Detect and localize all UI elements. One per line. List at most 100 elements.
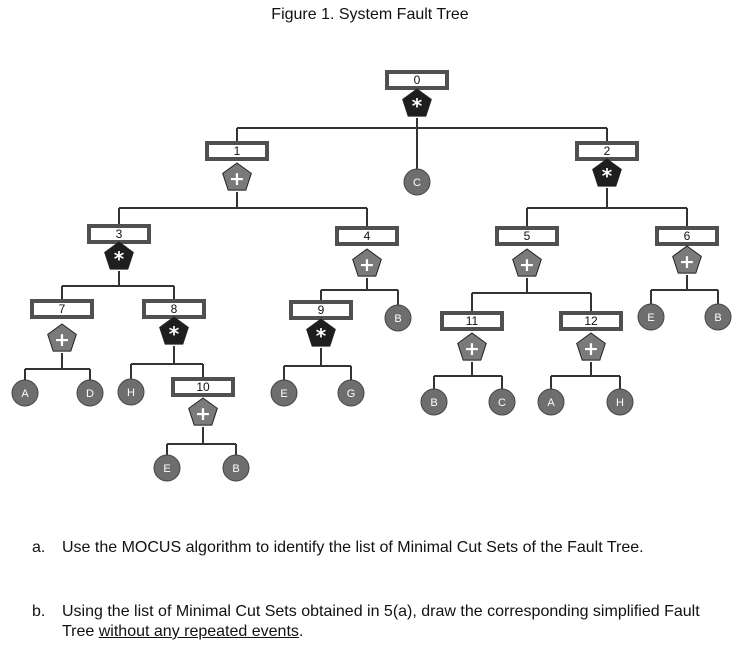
basic-event-A: A xyxy=(11,379,39,407)
event-circle xyxy=(637,303,665,331)
gate-box xyxy=(495,226,559,246)
basic-event-E: E xyxy=(637,303,665,331)
event-circle xyxy=(270,379,298,407)
basic-event-B: B xyxy=(384,304,412,332)
gate-7: 7+ xyxy=(30,299,94,352)
gate-symbol: + xyxy=(583,338,599,360)
event-circle xyxy=(420,388,448,416)
event-circle xyxy=(488,388,516,416)
gate-0: 0* xyxy=(385,70,449,118)
gate-symbol: * xyxy=(169,322,180,346)
event-label: G xyxy=(347,388,356,400)
gate-symbol: + xyxy=(195,403,211,425)
event-label: D xyxy=(86,388,94,400)
gate-1: 1+ xyxy=(205,141,269,191)
and-gate-icon xyxy=(159,316,189,345)
gate-label: 1 xyxy=(234,144,241,158)
basic-event-E: E xyxy=(153,454,181,482)
event-circle xyxy=(384,304,412,332)
basic-event-D: D xyxy=(76,379,104,407)
gate-box xyxy=(335,226,399,246)
event-circle xyxy=(117,378,145,406)
or-gate-icon xyxy=(352,248,382,277)
gate-symbol: + xyxy=(464,338,480,360)
gate-label: 2 xyxy=(604,144,611,158)
gate-2: 2* xyxy=(575,141,639,188)
basic-event-B: B xyxy=(420,388,448,416)
or-gate-icon xyxy=(188,397,218,426)
gate-12: 12+ xyxy=(559,311,623,361)
or-gate-icon xyxy=(672,245,702,274)
event-circle xyxy=(704,303,732,331)
basic-event-B: B xyxy=(704,303,732,331)
gate-10: 10 + xyxy=(171,377,235,426)
question-a-label: a. xyxy=(32,539,46,556)
event-label: A xyxy=(547,397,555,409)
gate-symbol: * xyxy=(316,324,327,348)
gate-box xyxy=(30,299,94,319)
event-label: E xyxy=(280,388,287,400)
event-label: C xyxy=(413,177,421,189)
gate-label: 5 xyxy=(524,229,531,243)
question-b-label: b. xyxy=(32,603,46,620)
gate-box xyxy=(440,311,504,331)
connector-line xyxy=(526,188,688,228)
gate-box xyxy=(205,141,269,161)
basic-event-H: H xyxy=(606,388,634,416)
basic-event-H: H xyxy=(117,378,145,406)
gate-9: 9* xyxy=(289,300,353,348)
connector-line xyxy=(130,346,204,379)
question-a-text: Use the MOCUS algorithm to identify the … xyxy=(62,539,644,556)
question-b-emphasis: without any repeated events xyxy=(98,623,299,640)
event-label: E xyxy=(647,312,654,324)
gate-box xyxy=(559,311,623,331)
basic-event-C: C xyxy=(488,388,516,416)
connector-line xyxy=(650,275,719,304)
gate-box xyxy=(385,70,449,90)
event-label: C xyxy=(498,397,506,409)
gate-box xyxy=(171,377,235,397)
connector-line xyxy=(433,362,503,389)
gate-symbol: + xyxy=(679,251,695,273)
or-gate-icon xyxy=(47,323,77,352)
and-gate-icon xyxy=(104,241,134,270)
connector-line xyxy=(166,427,237,455)
or-gate-icon xyxy=(576,332,606,361)
gate-label: 10 xyxy=(196,380,210,394)
or-gate-icon xyxy=(222,162,252,191)
basic-event-C: C xyxy=(403,168,431,196)
gate-label: 4 xyxy=(364,229,371,243)
event-circle xyxy=(11,379,39,407)
or-gate-icon xyxy=(512,248,542,277)
event-circle xyxy=(606,388,634,416)
connector-line xyxy=(118,192,368,228)
event-label: H xyxy=(127,387,135,399)
connector-line xyxy=(283,348,352,380)
or-gate-icon xyxy=(457,332,487,361)
gate-label: 8 xyxy=(171,302,178,316)
gate-symbol: + xyxy=(359,254,375,276)
connector-line xyxy=(24,353,91,380)
gate-box xyxy=(289,300,353,320)
and-gate-icon xyxy=(592,158,622,187)
event-circle xyxy=(76,379,104,407)
event-label: H xyxy=(616,397,624,409)
event-circle xyxy=(403,168,431,196)
gate-box xyxy=(655,226,719,246)
event-label: B xyxy=(430,397,437,409)
gate-symbol: + xyxy=(229,168,245,190)
connector-line xyxy=(236,118,608,170)
event-circle xyxy=(537,388,565,416)
event-label: B xyxy=(714,312,721,324)
gate-label: 0 xyxy=(414,73,421,87)
basic-event-G: G xyxy=(337,379,365,407)
event-circle xyxy=(337,379,365,407)
gate-symbol: * xyxy=(114,247,125,271)
gate-label: 11 xyxy=(466,314,479,328)
event-label: E xyxy=(163,463,170,475)
connector-line xyxy=(550,362,621,389)
gate-label: 3 xyxy=(116,227,123,241)
gate-4: 4+ xyxy=(335,226,399,277)
and-gate-icon xyxy=(306,318,336,347)
